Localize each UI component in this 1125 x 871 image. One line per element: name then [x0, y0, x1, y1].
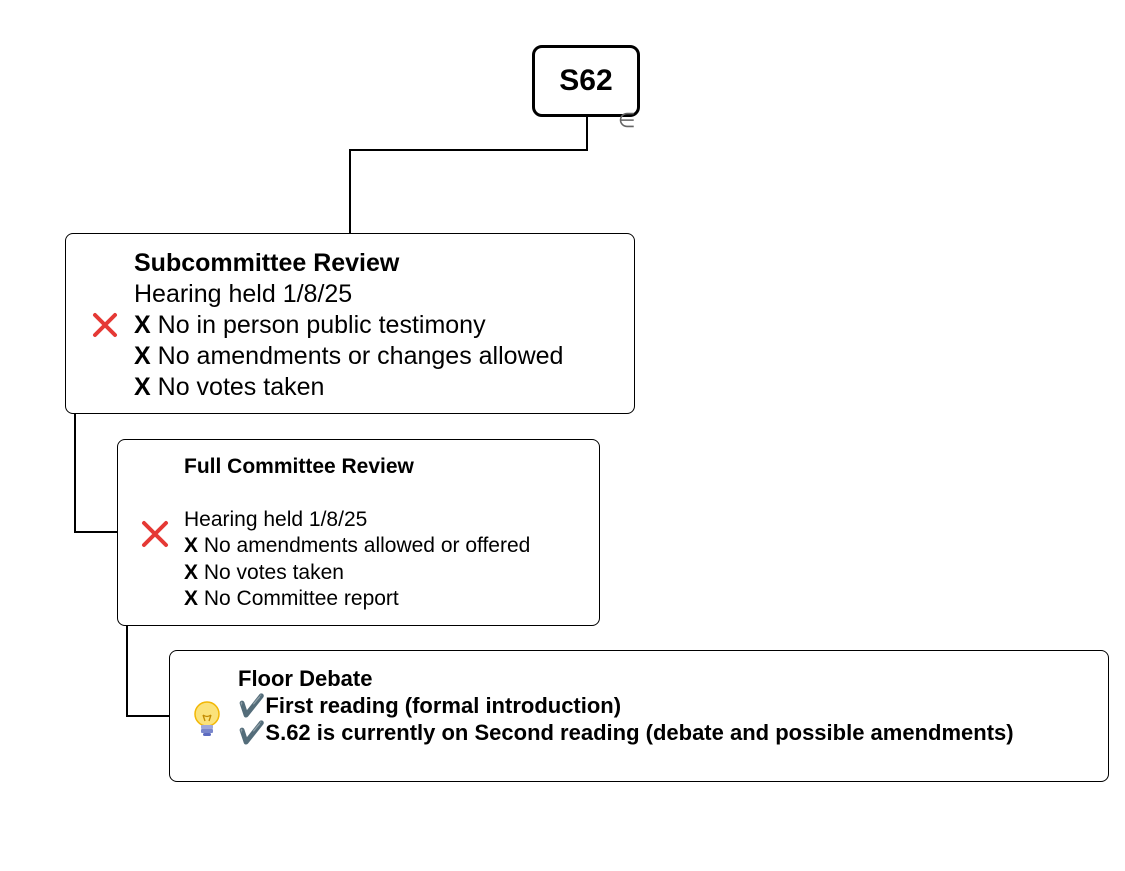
root-node-label: S62: [559, 64, 613, 97]
node-line: X No amendments allowed or offered: [184, 533, 530, 560]
x-mark: X: [184, 560, 199, 584]
node-line: X No votes taken: [134, 372, 563, 403]
red-x-icon: [92, 312, 118, 338]
node-line-text: First reading (formal introduction): [265, 693, 622, 718]
node-title: Floor Debate: [238, 666, 373, 691]
node-line-text: S.62 is currently on Second reading (deb…: [265, 720, 1014, 745]
root-node-s62[interactable]: S62: [532, 45, 640, 117]
connector-root-down: [586, 117, 588, 151]
node-floor-debate[interactable]: Floor Debate ✔️First reading (formal int…: [169, 650, 1109, 782]
lightbulb-icon: [190, 699, 224, 744]
x-mark: X: [184, 534, 199, 557]
node-line: X No votes taken: [184, 560, 530, 587]
node-full-committee-review[interactable]: Full Committee Review Hearing held 1/8/2…: [117, 439, 600, 626]
node-subcommittee-review[interactable]: Subcommittee Review Hearing held 1/8/25 …: [65, 233, 635, 414]
x-mark: X: [184, 587, 199, 610]
node-line-text: No Committee report: [203, 587, 399, 610]
node-line: ✔️First reading (formal introduction): [238, 692, 1014, 719]
check-mark-icon: ✔️: [238, 720, 266, 745]
node-line-text: No votes taken: [157, 373, 325, 401]
x-mark: X: [134, 342, 151, 370]
connector-to-subcommittee: [349, 149, 351, 233]
node-title: Subcommittee Review: [134, 249, 400, 277]
red-x-icon: [141, 520, 169, 548]
node-line: X No amendments or changes allowed: [134, 341, 563, 372]
node-line-text: No votes taken: [203, 560, 344, 584]
node-line: Hearing held 1/8/25: [134, 280, 353, 308]
node-line: X No Committee report: [184, 586, 530, 613]
connector-subcommittee-down: [74, 414, 76, 533]
node-line: Hearing held 1/8/25: [184, 507, 368, 531]
node-line-text: No amendments allowed or offered: [203, 534, 531, 557]
connector-root-horizontal: [349, 149, 588, 151]
node-line-text: No amendments or changes allowed: [157, 342, 564, 370]
connector-full-committee-down: [126, 626, 128, 717]
collapse-toggle-icon[interactable]: ∈: [618, 110, 636, 132]
node-line: ✔️S.62 is currently on Second reading (d…: [238, 719, 1014, 746]
connector-to-floor-debate: [126, 715, 169, 717]
node-line-text: No in person public testimony: [157, 311, 486, 339]
node-line: X No in person public testimony: [134, 310, 563, 341]
check-mark-icon: ✔️: [238, 693, 266, 718]
x-mark: X: [134, 373, 151, 401]
node-title: Full Committee Review: [184, 455, 414, 478]
x-mark: X: [134, 311, 151, 339]
connector-to-full-committee: [74, 531, 117, 533]
